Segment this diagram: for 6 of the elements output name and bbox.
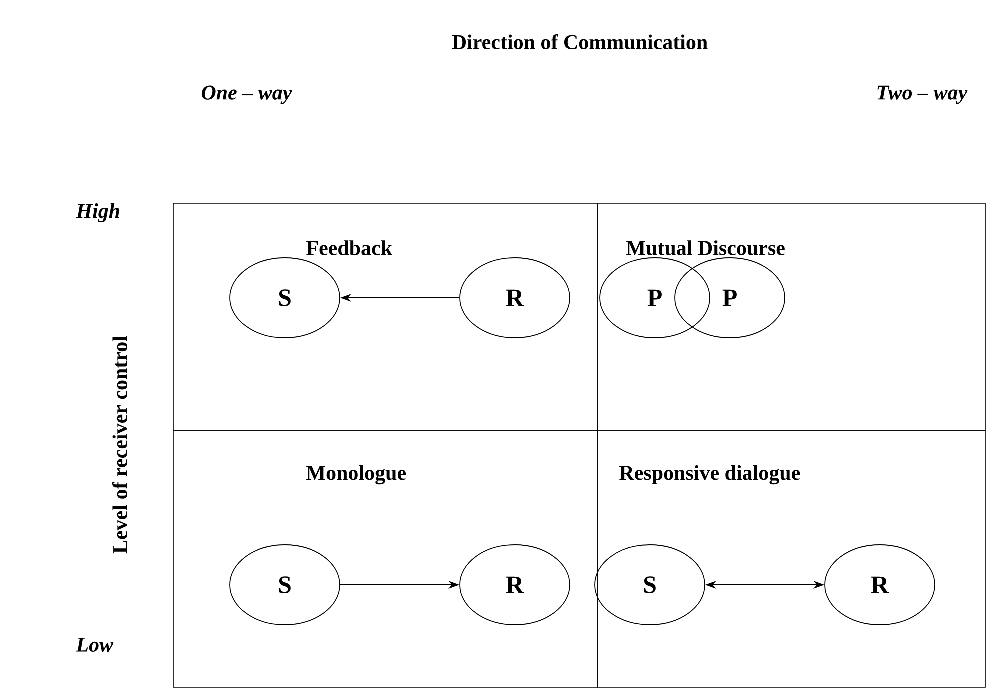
title: Direction of Communication: [452, 34, 708, 50]
axis-label: One – way: [202, 86, 292, 104]
axis-title: Level of receiver control: [112, 336, 128, 554]
axis-label: Two – way: [878, 86, 968, 104]
axis-label: High: [76, 203, 120, 223]
axis-label: Low: [76, 638, 114, 652]
